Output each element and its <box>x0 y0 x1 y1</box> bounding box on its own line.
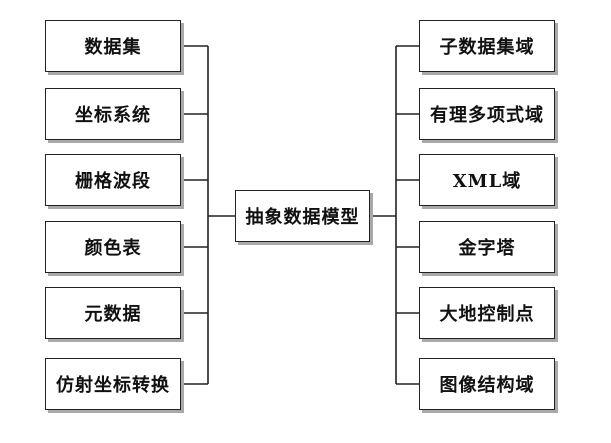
node-raster-band: 栅格波段 <box>45 154 181 206</box>
node-xml-domain: XML域 <box>419 154 555 206</box>
node-metadata: 元数据 <box>45 287 181 339</box>
node-coordinate-system: 坐标系统 <box>45 88 181 140</box>
node-affine-transform: 仿射坐标转换 <box>45 358 181 410</box>
node-pyramid: 金字塔 <box>419 221 555 273</box>
node-dataset: 数据集 <box>45 20 181 72</box>
left-connectors <box>181 45 235 385</box>
node-image-structure-domain: 图像结构域 <box>419 358 555 410</box>
node-color-table: 颜色表 <box>45 221 181 273</box>
node-rpc-domain: 有理多项式域 <box>419 88 555 140</box>
node-abstract-data-model: 抽象数据模型 <box>235 190 370 242</box>
node-ground-control-points: 大地控制点 <box>419 287 555 339</box>
right-connectors <box>370 45 419 385</box>
node-subdataset-domain: 子数据集域 <box>419 20 555 72</box>
